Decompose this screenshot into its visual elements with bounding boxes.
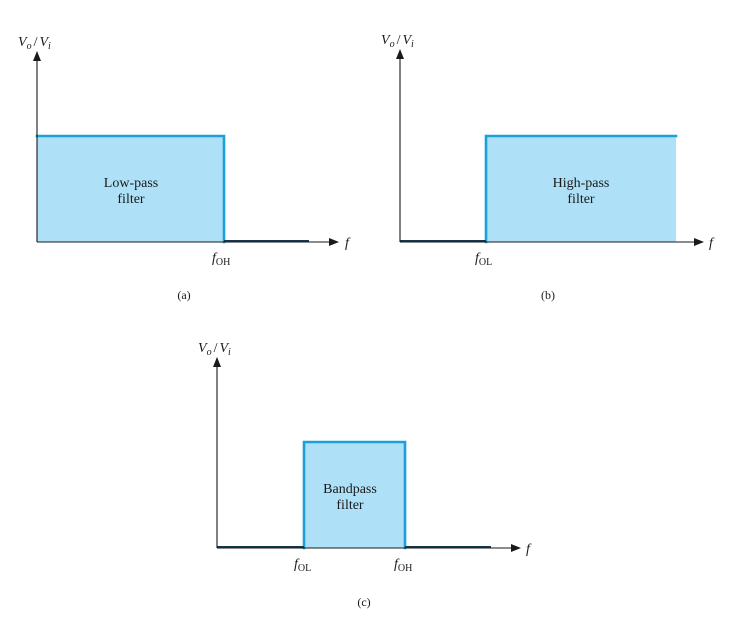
- high-pass-band: [486, 136, 676, 242]
- high-pass-edge: [484, 134, 678, 244]
- x-axis-label-a: f: [345, 236, 351, 251]
- x-axis-label-b: f: [709, 236, 715, 251]
- bandpass-band: [304, 442, 405, 548]
- panel-c-bandpass: Vo/Vi f Bandpass filter fOL fOH (c): [198, 341, 532, 609]
- y-axis-label-c: Vo/Vi: [198, 341, 231, 358]
- low-pass-band: [37, 136, 224, 242]
- tick-label-foh-a: fOH: [212, 251, 230, 268]
- caption-b: (b): [541, 288, 555, 302]
- tick-label-fol-b: fOL: [475, 251, 492, 268]
- y-axis-label-a: Vo/Vi: [18, 35, 51, 52]
- low-pass-label-line2: filter: [117, 192, 145, 207]
- bandpass-label-line2: filter: [336, 498, 364, 513]
- low-pass-label-line1: Low-pass: [104, 176, 158, 191]
- caption-a: (a): [177, 288, 190, 302]
- low-pass-edge: [35, 134, 226, 244]
- high-pass-label-line2: filter: [567, 192, 595, 207]
- bandpass-label-line1: Bandpass: [323, 482, 377, 497]
- panel-b-high-pass: Vo/Vi f High-pass filter fOL (b): [381, 33, 715, 302]
- high-pass-label-line1: High-pass: [553, 176, 610, 191]
- x-axis-label-c: f: [526, 542, 532, 557]
- y-axis-label-b: Vo/Vi: [381, 33, 414, 50]
- tick-label-foh-c: fOH: [394, 557, 412, 574]
- caption-c: (c): [357, 595, 370, 609]
- tick-label-fol-c: fOL: [294, 557, 311, 574]
- panel-a-low-pass: Vo/Vi f Low-pass filter fOH (a): [18, 35, 351, 302]
- bandpass-edge: [302, 440, 407, 550]
